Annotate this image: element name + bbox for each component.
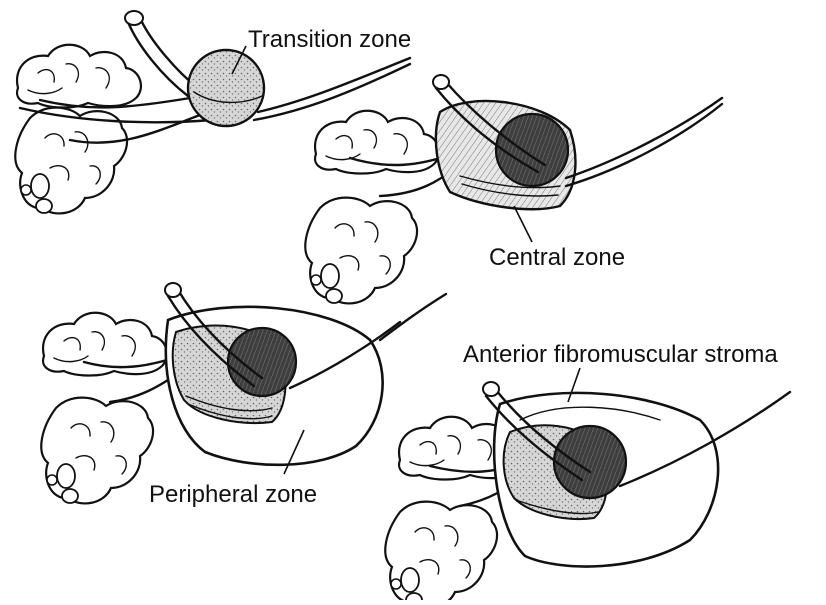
label-central-zone: Central zone xyxy=(489,246,625,270)
label-anterior-fibromuscular-stroma: Anterior fibromuscular stroma xyxy=(463,343,778,367)
panel-peripheral-zone xyxy=(41,283,446,503)
label-transition-zone: Transition zone xyxy=(248,28,411,52)
label-peripheral-zone: Peripheral zone xyxy=(149,483,317,507)
panel-anterior-stroma xyxy=(385,368,790,600)
